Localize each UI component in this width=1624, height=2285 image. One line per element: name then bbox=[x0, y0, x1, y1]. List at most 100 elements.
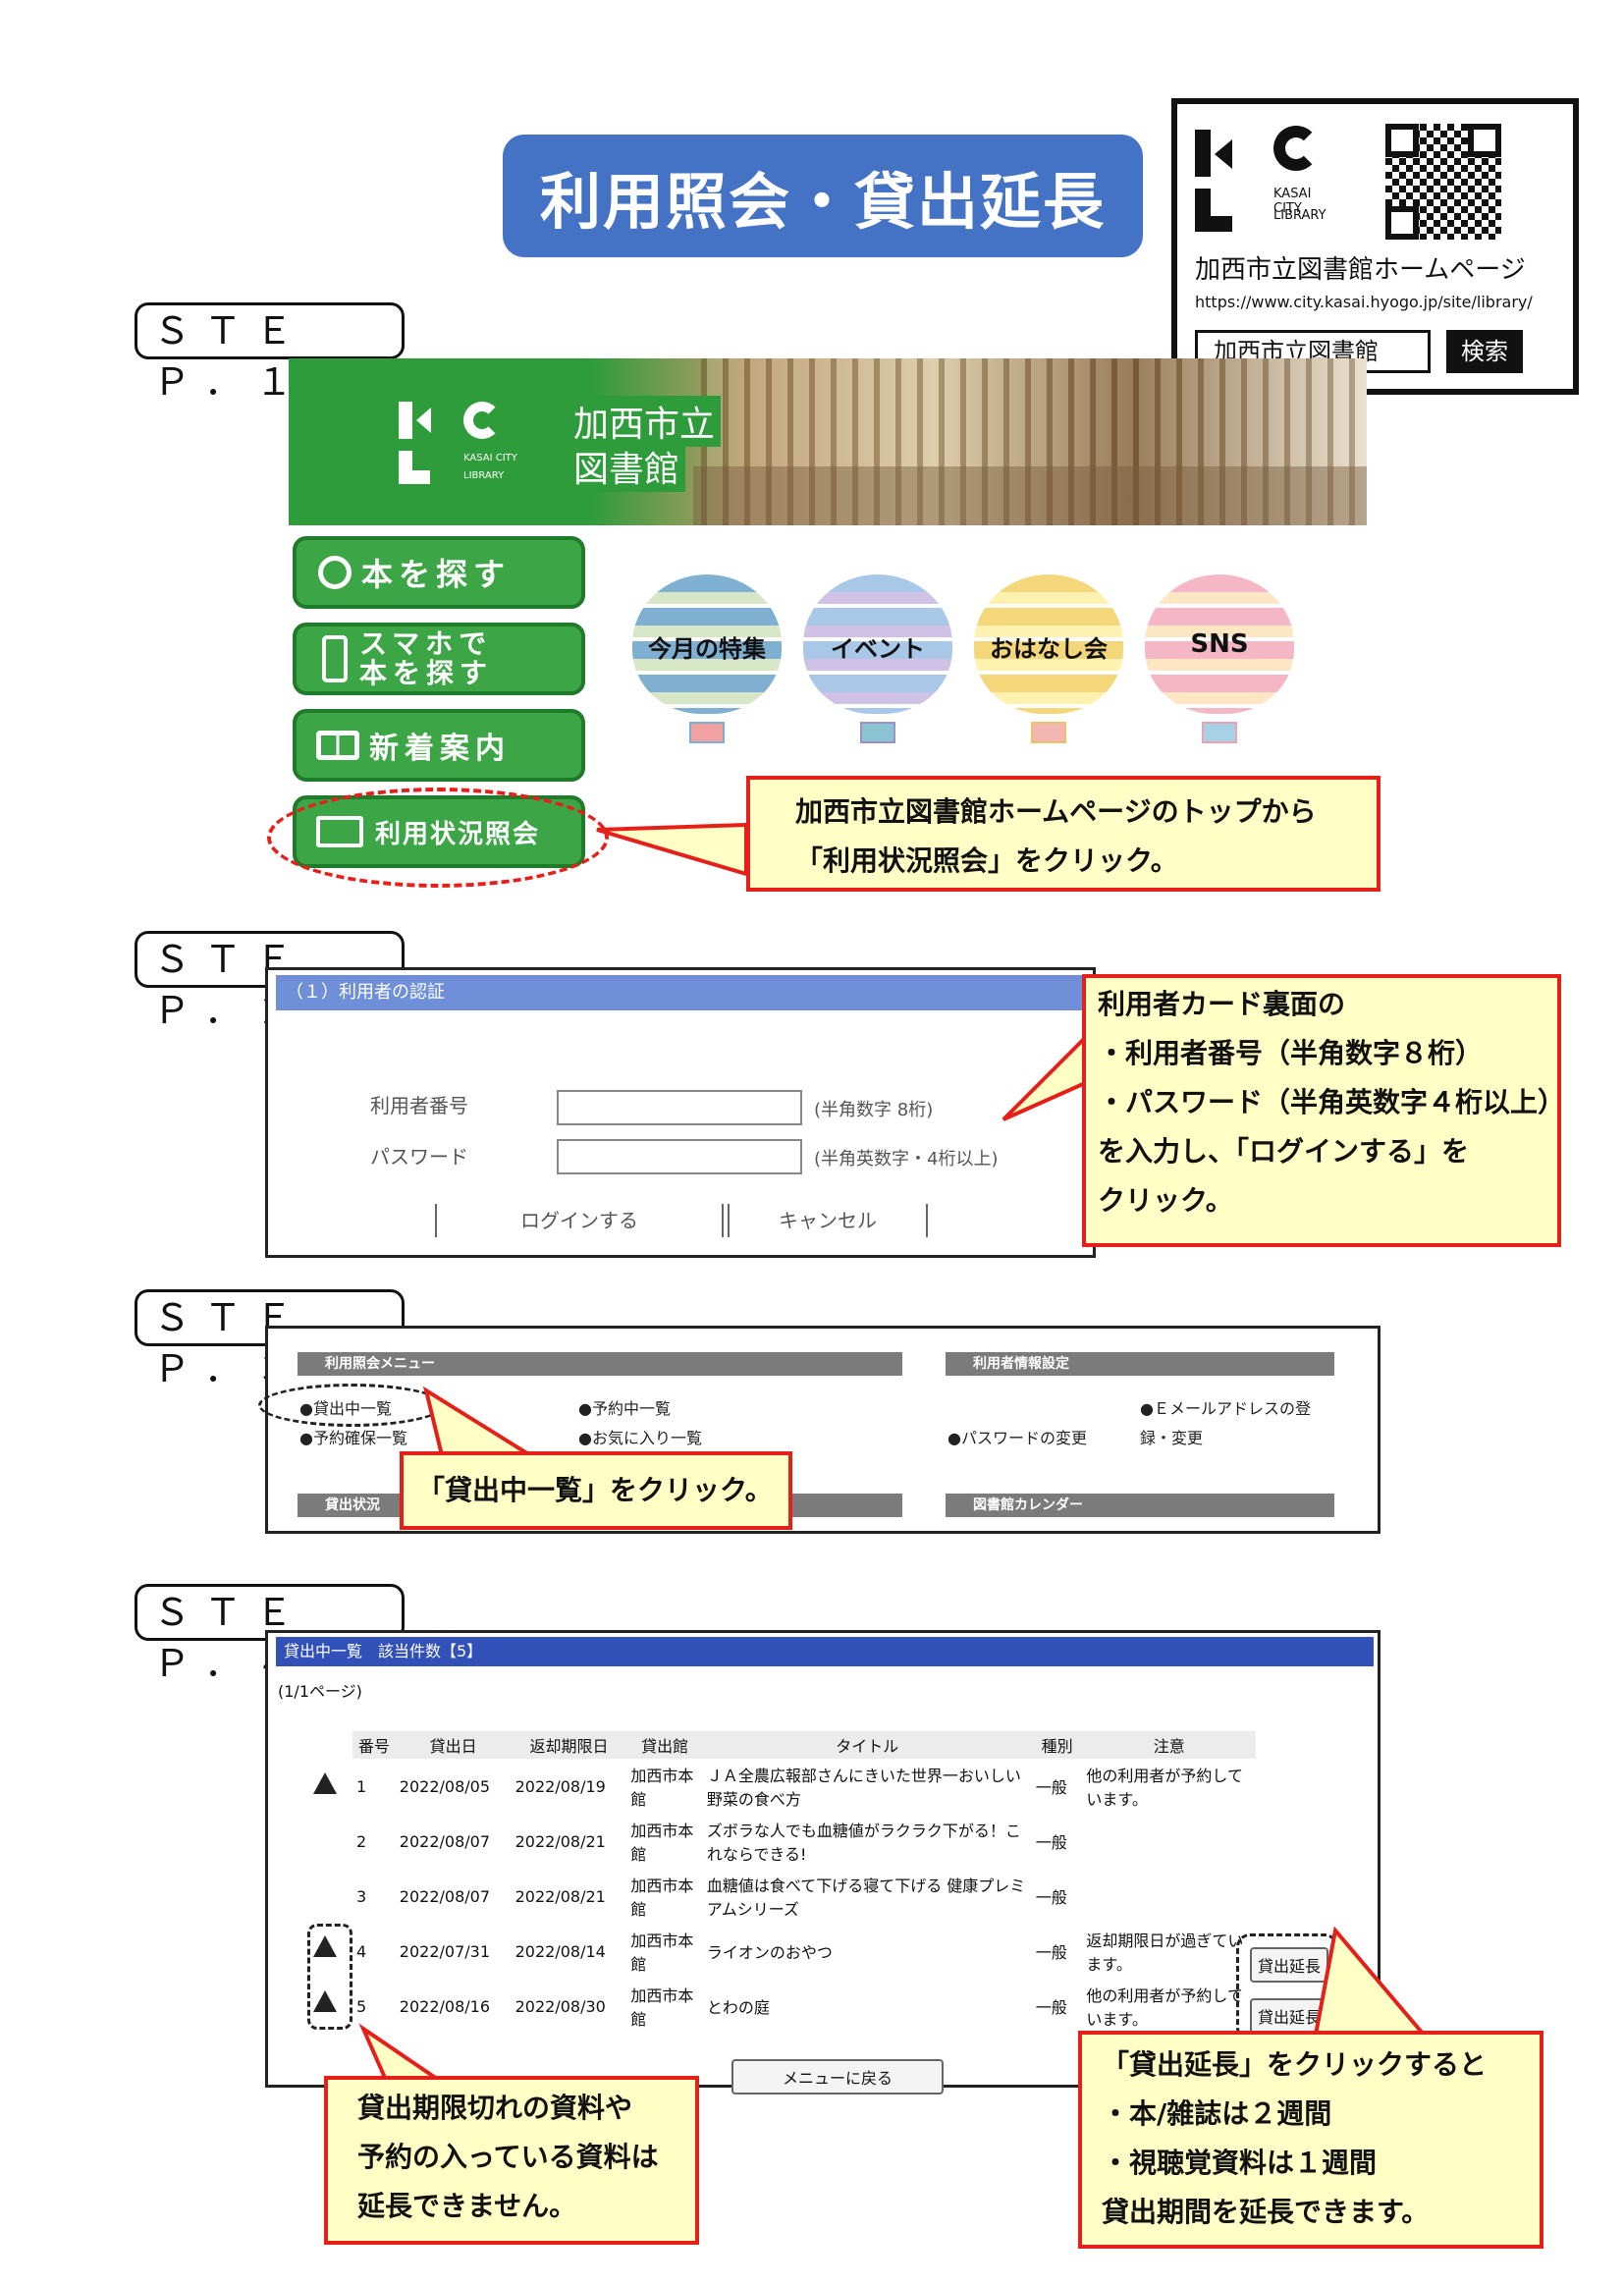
library-calendar-header: 図書館カレンダー bbox=[946, 1494, 1334, 1517]
loans-table: 番号 貸出日 返却期限日 貸出館 タイトル 種別 注意 1 2022/08/05… bbox=[352, 1731, 1256, 2034]
col-title: タイトル bbox=[702, 1731, 1032, 1759]
link-email-register-cont[interactable]: 録・変更 bbox=[1140, 1429, 1204, 1447]
row-note: 他の利用者が予約しています。 bbox=[1086, 1986, 1243, 2029]
step2-callout-line-1: 利用者カード裏面の bbox=[1098, 988, 1346, 1020]
col-note: 注意 bbox=[1082, 1731, 1256, 1759]
step2-callout: 利用者カード裏面の ・利用者番号（半角数字８桁） ・パスワード（半角英数字４桁以… bbox=[1082, 974, 1566, 1247]
homepage-url: https://www.city.kasai.hyogo.jp/site/lib… bbox=[1195, 293, 1533, 311]
row-due-date: 2022/08/30 bbox=[514, 1996, 606, 2016]
row-loan-date: 2022/08/05 bbox=[399, 1776, 490, 1796]
banner-logo-text-1: KASAI CITY bbox=[463, 453, 517, 463]
banner-logo: KASAI CITY LIBRARY bbox=[399, 402, 546, 490]
table-row: 2 2022/08/07 2022/08/21 加西市本館 ズボラな人でも血糖値… bbox=[352, 1814, 1256, 1869]
row-note bbox=[1082, 1869, 1256, 1924]
extend-loan-button[interactable]: 貸出延長 bbox=[1250, 1998, 1329, 2034]
search-books-button[interactable]: 本を探す bbox=[293, 536, 585, 609]
row-no: 1 bbox=[356, 1776, 367, 1796]
table-row: 4 2022/07/31 2022/08/14 加西市本館 ライオンのおやつ 一… bbox=[352, 1924, 1256, 1979]
current-loans-highlight bbox=[258, 1384, 445, 1427]
col-no: 番号 bbox=[352, 1731, 396, 1759]
balloon-events[interactable]: イベント bbox=[803, 574, 952, 757]
kc-logo: KASAI CITY LIBRARY bbox=[1195, 126, 1342, 244]
loans-panel: 貸出中一覧 該当件数【5】 (1/1ページ) 番号 貸出日 返却期限日 貸出館 … bbox=[265, 1630, 1380, 2095]
balloon-storytime[interactable]: おはなし会 bbox=[974, 574, 1123, 757]
row-title[interactable]: 血糖値は食べて下げる寝て下げる 健康プレミアムシリーズ bbox=[706, 1877, 1026, 1919]
smartphone-label-2: 本を探す bbox=[359, 657, 494, 689]
new-arrivals-label: 新着案内 bbox=[369, 732, 511, 766]
row-branch: 加西市本館 bbox=[630, 1767, 694, 1809]
link-email-register[interactable]: ●Ｅメールアドレスの登 bbox=[1140, 1399, 1311, 1418]
balloon-feature[interactable]: 今月の特集 bbox=[632, 574, 782, 757]
warning-icon bbox=[313, 1990, 337, 2012]
smartphone-icon bbox=[322, 635, 348, 682]
link-password-change[interactable]: ●パスワードの変更 bbox=[947, 1429, 1087, 1447]
warning-icon bbox=[313, 1935, 337, 1957]
col-type: 種別 bbox=[1031, 1731, 1083, 1759]
col-due-date: 返却期限日 bbox=[511, 1731, 627, 1759]
row-type: 一般 bbox=[1035, 1888, 1067, 1907]
col-loan-date: 貸出日 bbox=[395, 1731, 512, 1759]
step2-callout-line-3: ・パスワード（半角英数字４桁以上） bbox=[1098, 1086, 1566, 1118]
smartphone-search-button[interactable]: スマホで 本を探す bbox=[293, 623, 585, 695]
step2-callout-line-2: ・利用者番号（半角数字８桁） bbox=[1098, 1037, 1484, 1069]
extend-loan-button[interactable]: 貸出延長 bbox=[1250, 1947, 1329, 1983]
search-button-sample: 検索 bbox=[1446, 330, 1523, 373]
balloon-sns[interactable]: SNS bbox=[1145, 574, 1294, 757]
step1-callout: 加西市立図書館ホームページのトップから 「利用状況照会」をクリック。 bbox=[746, 776, 1380, 892]
banner-title-1: 加西市立 bbox=[568, 396, 722, 447]
highlight-ellipse bbox=[267, 788, 609, 888]
step4-left-line-3: 延長できません。 bbox=[357, 2190, 577, 2222]
step3-callout: 「貸出中一覧」をクリック。 bbox=[400, 1451, 792, 1530]
page-info: (1/1ページ) bbox=[278, 1682, 362, 1701]
link-reserved-ready[interactable]: ●予約確保一覧 bbox=[299, 1429, 407, 1447]
row-no: 2 bbox=[356, 1831, 367, 1851]
step4-right-line-3: ・視聴覚資料は１週間 bbox=[1102, 2147, 1378, 2179]
row-title[interactable]: ＪＡ全農広報部さんにきいた世界一おいしい野菜の食べ方 bbox=[706, 1767, 1021, 1809]
link-favorites[interactable]: ●お気に入り一覧 bbox=[578, 1429, 702, 1447]
row-branch: 加西市本館 bbox=[630, 1877, 694, 1919]
step4-left-line-2: 予約の入っている資料は bbox=[357, 2141, 659, 2173]
warning-icon bbox=[313, 1772, 337, 1794]
row-due-date: 2022/08/14 bbox=[514, 1941, 606, 1961]
login-panel: （１）利用者の認証 利用者番号 (半角数字 8桁) パスワード (半角英数字・4… bbox=[265, 967, 1096, 1258]
back-to-menu-button[interactable]: メニューに戻る bbox=[731, 2059, 944, 2095]
row-no: 3 bbox=[356, 1886, 367, 1906]
step4-right-line-1: 「貸出延長」をクリックすると bbox=[1102, 2048, 1488, 2081]
step4-right-line-4: 貸出期間を延長できます。 bbox=[1102, 2196, 1430, 2228]
smartphone-label-1: スマホで bbox=[359, 627, 493, 660]
row-type: 一般 bbox=[1035, 1943, 1067, 1962]
warning-highlight bbox=[307, 1924, 352, 2030]
book-icon bbox=[316, 731, 359, 760]
row-type: 一般 bbox=[1035, 1778, 1067, 1797]
row-title[interactable]: ライオンのおやつ bbox=[706, 1943, 833, 1962]
row-note: 他の利用者が予約しています。 bbox=[1086, 1767, 1243, 1809]
row-branch: 加西市本館 bbox=[630, 1822, 694, 1864]
row-loan-date: 2022/08/07 bbox=[399, 1886, 490, 1906]
logo-text-2: LIBRARY bbox=[1273, 208, 1326, 223]
row-type: 一般 bbox=[1035, 1998, 1067, 2017]
table-row: 5 2022/08/16 2022/08/30 加西市本館 とわの庭 一般 他の… bbox=[352, 1979, 1256, 2034]
password-label: パスワード bbox=[370, 1145, 468, 1169]
user-number-label: 利用者番号 bbox=[370, 1094, 468, 1117]
row-loan-date: 2022/08/07 bbox=[399, 1831, 490, 1851]
row-due-date: 2022/08/21 bbox=[514, 1886, 606, 1906]
step4-left-line-1: 貸出期限切れの資料や bbox=[357, 2092, 633, 2124]
link-reservations[interactable]: ●予約中一覧 bbox=[578, 1399, 671, 1418]
user-number-input[interactable] bbox=[557, 1090, 802, 1125]
banner-title-2: 図書館 bbox=[568, 441, 686, 492]
balloon-feature-label: 今月の特集 bbox=[648, 635, 766, 663]
row-loan-date: 2022/07/31 bbox=[399, 1941, 490, 1961]
cancel-button[interactable]: キャンセル bbox=[728, 1204, 928, 1237]
login-button[interactable]: ログインする bbox=[435, 1204, 724, 1237]
row-branch: 加西市本館 bbox=[630, 1986, 694, 2029]
new-arrivals-button[interactable]: 新着案内 bbox=[293, 709, 585, 782]
step-1-label: ＳＴＥＰ．１ bbox=[135, 302, 405, 404]
password-input[interactable] bbox=[557, 1139, 802, 1174]
logo-text-1: KASAI CITY bbox=[1273, 187, 1312, 216]
step4-right-line-2: ・本/雑誌は２週間 bbox=[1102, 2097, 1332, 2130]
page-title: 利用照会・貸出延長 bbox=[503, 135, 1143, 257]
balloon-storytime-label: おはなし会 bbox=[990, 635, 1108, 663]
row-title[interactable]: とわの庭 bbox=[706, 1998, 770, 2017]
row-title[interactable]: ズボラな人でも血糖値がラクラク下がる！これならできる! bbox=[706, 1822, 1021, 1864]
step1-callout-line-2: 「利用状況照会」をクリック。 bbox=[795, 844, 1178, 877]
